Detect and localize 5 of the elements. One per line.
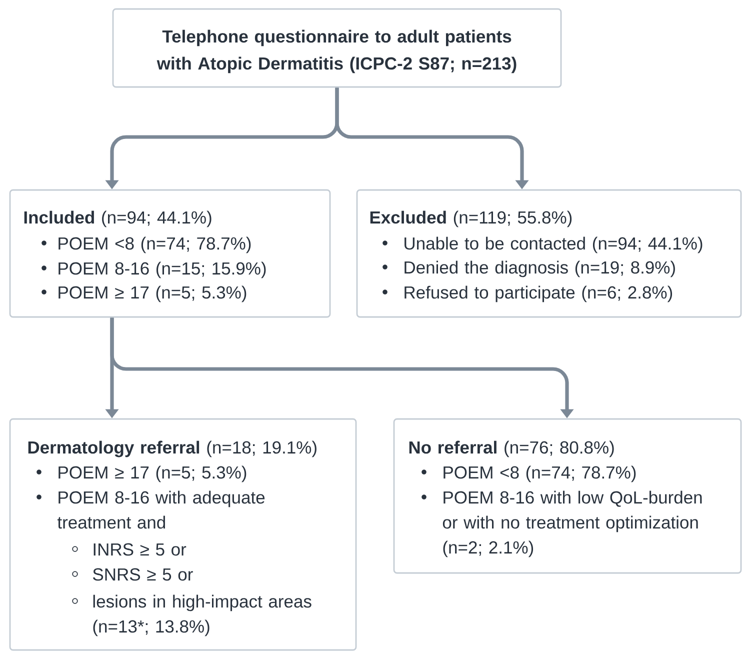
flow-box: Included (n=94; 44.1%) POEM <8 (n=74; 78.7%) POEM 8-16 (n=15; 15.9%) POEM ≥ 17 (n=5; 5.3%) xyxy=(9,189,331,318)
flow-box: Dermatology referral (n=18; 19.1%) POEM ≥ 17 (n=5; 5.3%) POEM 8-16 with adequate treatment and INRS ≥ 5 or SNRS ≥ 5 or lesions in high-impact areas (n=13*; 13.8%) xyxy=(9,418,357,651)
flow-box: Telephone questionnaire to adult patients with Atopic Dermatitis (ICPC-2 S87; n=213) xyxy=(112,8,562,88)
flow-box: No referral (n=76; 80.8%) POEM <8 (n=74; 78.7%) POEM 8-16 with low QoL-burden or with no treatment optimization (n=2; 2.1%) xyxy=(393,418,742,574)
flow-box: Excluded (n=119; 55.8%) Unable to be contacted (n=94; 44.1%) Denied the diagnosis (n=19; 8.9%) Refused to participate (n=6; 2.8%) xyxy=(356,189,742,318)
